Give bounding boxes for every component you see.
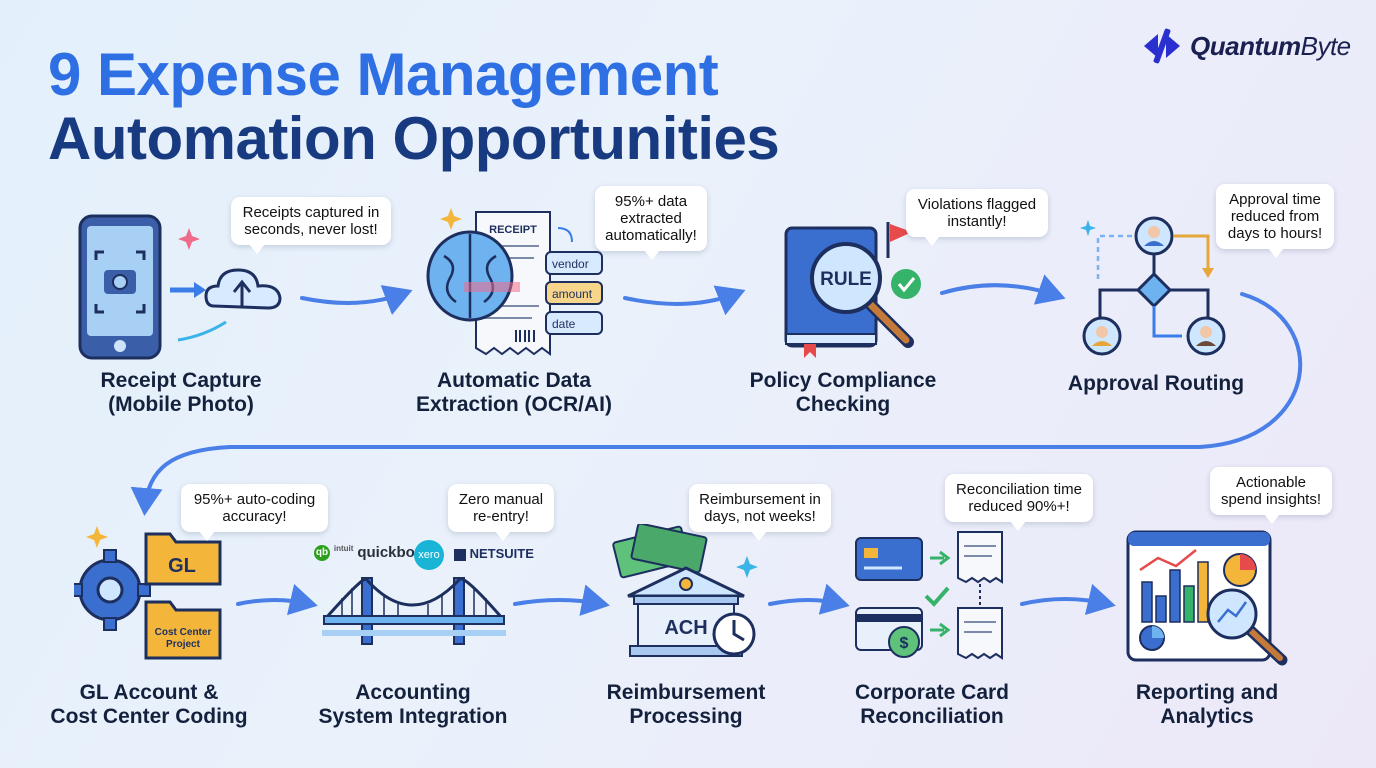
rule-book-magnifier-icon: RULE <box>784 222 921 358</box>
flow-arrow-6 <box>513 584 610 616</box>
svg-text:$: $ <box>900 635 909 652</box>
quickbooks-logo-icon: qb <box>314 545 330 562</box>
quantumbyte-logo-icon <box>1144 28 1180 64</box>
bridge-icon <box>322 577 506 645</box>
brain-receipt-icon: RECEIPT vendor amount date <box>426 208 603 356</box>
title-line-1: 9 Expense Management <box>48 41 719 108</box>
approval-flowchart-icon <box>1080 216 1226 356</box>
cards-receipts-check-icon: $ <box>855 531 1003 660</box>
folder-gl-label: GL <box>168 555 196 577</box>
title-line-2: Automation Opportunities <box>48 105 780 172</box>
dashboard-magnifier-icon <box>1126 530 1288 666</box>
xero-brand: xero <box>414 540 444 570</box>
flow-arrow-7 <box>768 583 850 615</box>
field-vendor: vendor <box>552 257 589 271</box>
flow-arrow-3 <box>940 274 1066 305</box>
field-amount: amount <box>552 287 593 301</box>
phone-camera-cloud-upload-icon <box>78 214 282 360</box>
flow-arrow-1 <box>300 285 413 316</box>
logo-wordmark: QuantumByte <box>1190 30 1351 61</box>
folder-cost-center-label: Cost Center <box>155 627 212 638</box>
step-label-gl-coding: GL Account &Cost Center Coding <box>50 681 248 728</box>
folder-project-label: Project <box>166 639 201 650</box>
step-label-approval-routing: Approval Routing <box>1067 372 1245 395</box>
netsuite-logo-icon <box>454 548 466 561</box>
field-date: date <box>552 317 576 331</box>
flow-arrow-8 <box>1020 583 1116 616</box>
flow-arrow-5 <box>236 583 318 616</box>
step-label-receipt-capture: Receipt Capture(Mobile Photo) <box>100 369 262 416</box>
netsuite-brand: NETSUITE <box>454 546 534 561</box>
flow-arrow-2 <box>623 285 746 316</box>
flow-arrow-return <box>130 292 1303 516</box>
receipt-title: RECEIPT <box>489 224 537 236</box>
gear-folders-icon: GL Cost Center Project <box>74 526 222 660</box>
bank-cash-clock-icon: ACH <box>612 524 758 657</box>
ach-text: ACH <box>664 617 707 639</box>
rule-text: RULE <box>820 269 872 290</box>
quantumbyte-logo: QuantumByte <box>1140 26 1351 66</box>
